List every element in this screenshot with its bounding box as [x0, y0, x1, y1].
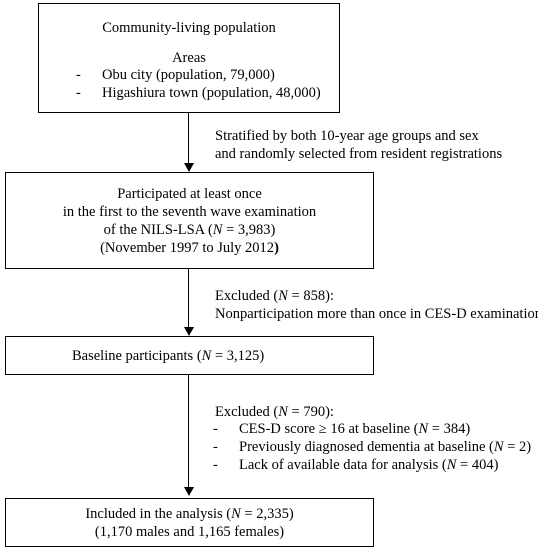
analysis-pre: Included in the analysis (: [85, 506, 232, 522]
area-item: - Higashiura town (population, 48,000): [76, 84, 321, 102]
selection-note-line2: and randomly selected from resident regi…: [215, 146, 503, 162]
flow-arrowhead: [184, 327, 194, 336]
wave-line1: Participated at least once: [117, 186, 262, 202]
population-title: Community-living population: [102, 20, 276, 36]
analysis-box: [5, 498, 374, 547]
area-text: Obu city (population, 79,000): [102, 67, 275, 83]
area-text: Higashiura town (population, 48,000): [102, 85, 321, 101]
exclusion-pre: Excluded (: [215, 288, 279, 304]
wave-line3: of the NILS-LSA (N = 3,983): [5, 221, 374, 239]
exclusion-item-pre: Lack of available data for analysis (: [239, 457, 447, 473]
exclusion-item-post: = 2): [503, 439, 532, 455]
flow-arrowhead: [184, 487, 194, 496]
wave-period-close: ): [274, 240, 279, 256]
population-box: [38, 3, 340, 113]
n-symbol: N: [493, 439, 504, 455]
exclusion-858-line2: Nonparticipation more than once in CES-D…: [215, 306, 538, 322]
wave-period: (November 1997 to July 2012: [100, 240, 275, 256]
n-symbol: N: [278, 288, 288, 304]
list-dash: -: [76, 85, 81, 101]
exclusion-post: = 790):: [287, 404, 334, 420]
exclusion-pre: Excluded (: [215, 404, 279, 420]
wave-line4: (November 1997 to July 2012): [5, 239, 374, 257]
flow-arrow-line: [188, 113, 189, 163]
list-dash: -: [213, 421, 218, 437]
flow-arrow-line: [188, 375, 189, 487]
exclusion-item-pre: Previously diagnosed dementia at baselin…: [239, 439, 494, 455]
analysis-line2: (1,170 males and 1,165 females): [94, 524, 285, 540]
exclusion-item-post: = 404): [456, 457, 499, 473]
n-symbol: N: [418, 421, 429, 437]
baseline-pre: Baseline participants (: [72, 348, 202, 364]
area-item: - Obu city (population, 79,000): [76, 66, 275, 84]
analysis-post: = 2,335): [240, 506, 294, 522]
n-symbol: N: [278, 404, 288, 420]
list-dash: -: [213, 439, 218, 455]
exclusion-item-post: = 384): [428, 421, 471, 437]
wave-line3-pre: of the NILS-LSA (: [103, 222, 213, 238]
flow-arrow-line: [188, 269, 189, 327]
areas-label: Areas: [172, 50, 206, 66]
exclusion-item-pre: CES-D score ≥ 16 at baseline (: [239, 421, 419, 437]
n-symbol: N: [231, 506, 241, 522]
wave-line3-post: = 3,983): [222, 222, 276, 238]
exclusion-item: - CES-D score ≥ 16 at baseline (N = 384): [213, 420, 470, 438]
baseline-label: Baseline participants (N = 3,125): [72, 347, 264, 365]
exclusion-post: = 858):: [287, 288, 334, 304]
n-symbol: N: [201, 348, 212, 364]
list-dash: -: [76, 67, 81, 83]
exclusion-item: -Lack of available data for analysis (N …: [213, 456, 498, 474]
wave-line2: in the first to the seventh wave examina…: [62, 204, 317, 220]
selection-note-line1: Stratified by both 10-year age groups an…: [215, 128, 479, 144]
baseline-box: [5, 336, 374, 375]
exclusion-item: - Previously diagnosed dementia at baseli…: [213, 438, 531, 456]
list-dash: -: [213, 457, 218, 473]
analysis-line1: Included in the analysis (N = 2,335): [5, 505, 374, 523]
exclusion-790-header: Excluded (N = 790):: [215, 403, 334, 421]
n-symbol: N: [212, 222, 223, 238]
exclusion-858-line1: Excluded (N = 858):: [215, 287, 334, 305]
participants-wave-box: [5, 172, 374, 269]
n-symbol: N: [446, 457, 457, 473]
baseline-post: = 3,125): [211, 348, 265, 364]
flow-arrowhead: [184, 163, 194, 172]
